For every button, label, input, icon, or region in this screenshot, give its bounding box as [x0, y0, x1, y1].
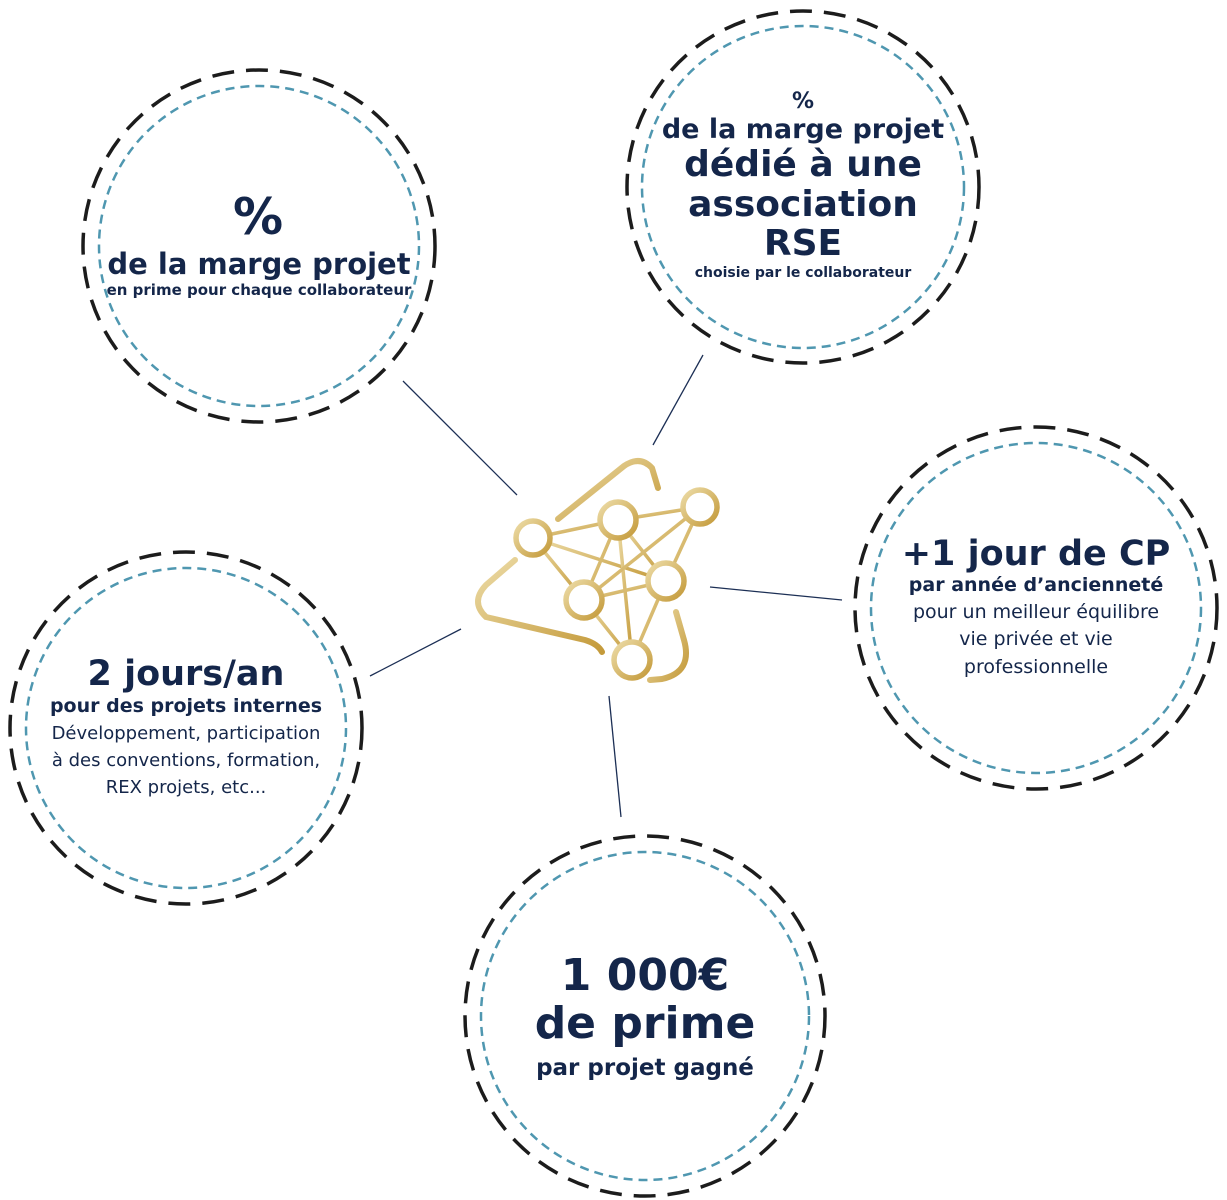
bubble-line-3: association RSE [688, 183, 918, 265]
bubble-line-1: Développement, participation [51, 722, 321, 744]
bubble-line-3: professionnelle [963, 655, 1109, 678]
bubble-marge-prime: % de la marge projet en prime pour chaqu… [104, 90, 414, 402]
bubble-caption: en prime pour chaque collaborateur [106, 280, 412, 299]
bubble-line-1: de la marge projet [661, 114, 945, 146]
bubble-subtitle: pour des projets internes [49, 694, 323, 717]
bubble-line-3: REX projets, etc... [105, 776, 267, 798]
network-nodes-icon [475, 458, 720, 683]
connector-top-left [402, 380, 518, 496]
bubble-prime-projet: 1 000€ de prime par projet gagné [485, 860, 805, 1176]
bubble-line-2: vie privée et vie [959, 628, 1113, 651]
ring-projets-internes [8, 550, 364, 906]
bubble-amount: 1 000€ [560, 950, 730, 1002]
connector-top-right [652, 354, 704, 446]
percent-symbol: % [232, 187, 286, 246]
connector-bottom [608, 695, 622, 818]
connector-lines [369, 354, 843, 818]
ring-marge-prime [81, 68, 437, 424]
bubble-caption: choisie par le collaborateur [694, 264, 912, 281]
bubble-title: de la marge projet [107, 246, 411, 281]
bubble-line-2: à des conventions, formation, [51, 749, 321, 771]
percent-symbol: % [791, 88, 815, 114]
bubble-line-1: pour un meilleur équilibre [912, 600, 1160, 623]
connector-left [369, 628, 462, 677]
bubble-line-2: dédié à une [684, 144, 922, 186]
bubble-projets-internes: 2 jours/an pour des projets internes Dév… [31, 580, 341, 876]
ring-prime-projet [463, 834, 827, 1198]
ring-conges [853, 425, 1219, 791]
bubble-title: +1 jour de CP [901, 533, 1171, 574]
bubble-marge-rse: % de la marge projet dédié à une associa… [648, 30, 958, 342]
bubble-conges: +1 jour de CP par année d’ancienneté pou… [876, 450, 1196, 766]
connector-right [709, 586, 843, 601]
bubble-subtitle: par projet gagné [536, 1054, 754, 1081]
ring-marge-rse [625, 9, 981, 365]
bubble-title: 2 jours/an [87, 654, 285, 695]
bubble-line-2: de prime [534, 998, 756, 1050]
bubble-subtitle: par année d’ancienneté [908, 574, 1164, 597]
